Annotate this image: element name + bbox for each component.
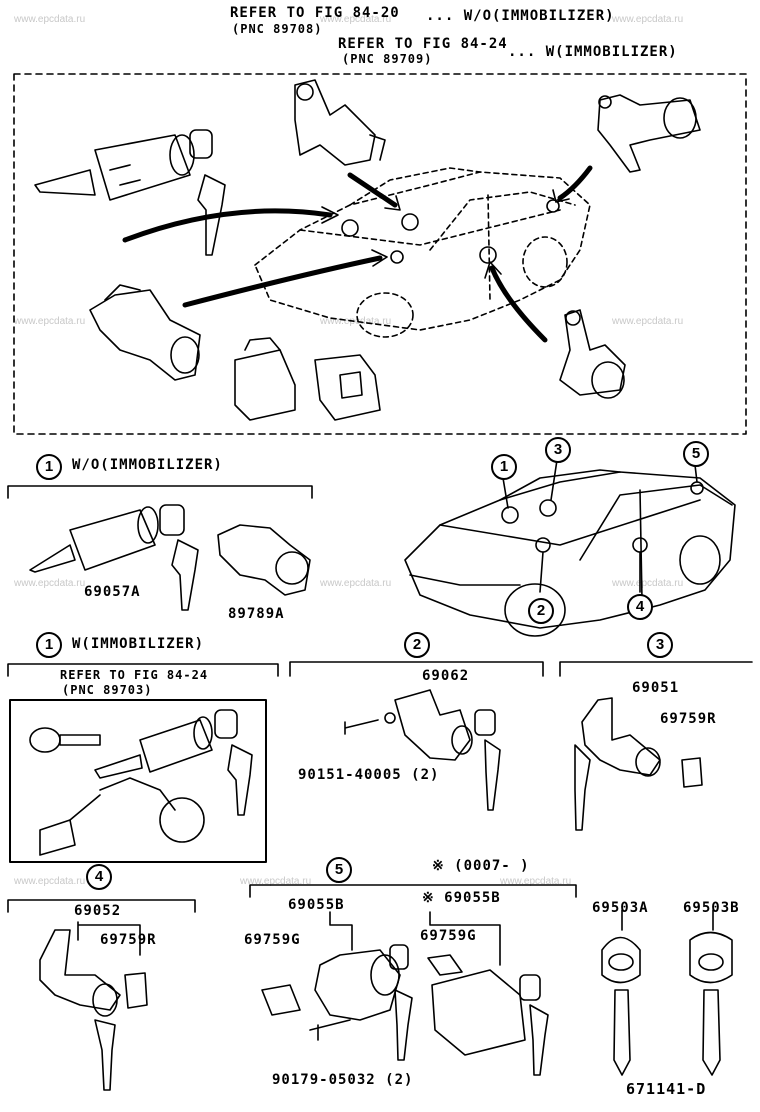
watermark: www.epcdata.ru [320,14,392,25]
watermark: www.epcdata.ru [240,876,312,887]
bracket-s5 [249,884,577,898]
bracket-s3 [559,661,753,677]
header-ref-2: REFER TO FIG 84-24 [338,36,508,52]
part-69055b-alt: ※ 69055B [422,890,501,906]
overview-ignition-cylinder [34,129,226,256]
overview-trunk-lock [597,94,701,173]
section-4-number: 4 [86,864,112,890]
part-69052: 69052 [74,903,122,919]
s5-trunk-lock [261,944,413,1061]
s4-door-lock [39,929,148,1091]
car-callout-5: 5 [683,441,709,467]
part-69057a: 69057A [84,584,141,600]
section-3-number: 3 [647,632,673,658]
s1a-glovebox-lock [217,524,311,596]
s1a-ignition-cylinder [29,504,199,611]
header-ref-2-suffix: ... W(IMMOBILIZER) [508,44,678,60]
part-69759g-2: 69759G [420,928,477,944]
part-69055b: 69055B [288,897,345,913]
part-69051: 69051 [632,680,680,696]
watermark: www.epcdata.ru [14,578,86,589]
part-89789a: 89789A [228,606,285,622]
overview-frame [13,73,747,435]
part-69759r: 69759R [660,711,717,727]
overview-car [254,167,591,338]
car-callout-3: 3 [545,437,571,463]
car-callout-2: 2 [528,598,554,624]
header-pnc-2: (PNC 89709) [342,52,433,66]
section-2-number: 2 [404,632,430,658]
bracket-s1a [7,485,313,499]
watermark: www.epcdata.ru [14,316,86,327]
section-1b-title: W(IMMOBILIZER) [72,636,205,652]
s5-ecu-assy [427,954,549,1076]
section-1a-title: W/O(IMMOBILIZER) [72,457,223,473]
car-callout-4: 4 [627,594,653,620]
overview-ecu [234,337,381,421]
key-69503b [689,931,733,1076]
overview-glovebox-lock [89,284,201,381]
watermark: www.epcdata.ru [612,14,684,25]
s1b-transponder-key [29,727,101,753]
section-1a-number: 1 [36,454,62,480]
part-69759g: 69759G [244,932,301,948]
part-90151-40005: 90151-40005 (2) [298,767,440,783]
s2-lock-assy [344,689,501,811]
section-1b-number: 1 [36,632,62,658]
bracket-s1b [7,663,279,677]
watermark: www.epcdata.ru [14,14,86,25]
header-ref-1: REFER TO FIG 84-20 [230,5,400,21]
section-5-number: 5 [326,857,352,883]
watermark: www.epcdata.ru [14,876,86,887]
s1b-ignition-cylinder [39,709,253,856]
key-69503a [601,936,641,1076]
watermark: www.epcdata.ru [612,316,684,327]
overview-door-lock-2 [559,309,626,399]
part-90179-05032: 90179-05032 (2) [272,1072,414,1088]
car-callout-1: 1 [491,454,517,480]
watermark: www.epcdata.ru [612,578,684,589]
part-69503a: 69503A [592,900,649,916]
part-69503b: 69503B [683,900,740,916]
watermark: www.epcdata.ru [320,578,392,589]
section-5-note: ※ (0007- ) [432,858,530,874]
part-69759r-2: 69759R [100,932,157,948]
bracket-s4 [7,899,196,913]
figure-id: 671141-D [626,1080,707,1098]
bracket-s2 [289,661,544,677]
watermark: www.epcdata.ru [320,316,392,327]
section-1b-pnc: (PNC 89703) [62,683,153,697]
s1b-frame [9,699,267,863]
part-69062: 69062 [422,668,470,684]
header-pnc-1: (PNC 89708) [232,22,323,36]
callout-car [404,469,736,637]
header-ref-1-suffix: ... W/O(IMMOBILIZER) [426,8,615,24]
s3-door-lock [574,697,703,831]
watermark: www.epcdata.ru [500,876,572,887]
section-1b-ref: REFER TO FIG 84-24 [60,668,209,682]
overview-door-lock [294,79,386,166]
